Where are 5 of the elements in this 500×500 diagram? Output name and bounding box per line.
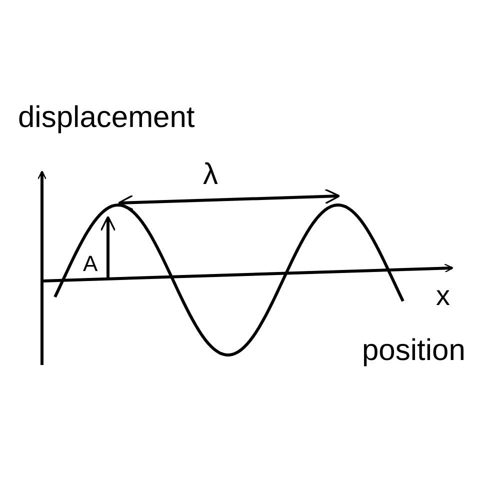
axis-label: displacement — [18, 103, 195, 133]
axis-label: x — [436, 282, 450, 310]
axis-label: position — [362, 336, 466, 366]
wavelength-label: λ — [203, 160, 218, 190]
amplitude-label: A — [83, 253, 98, 275]
